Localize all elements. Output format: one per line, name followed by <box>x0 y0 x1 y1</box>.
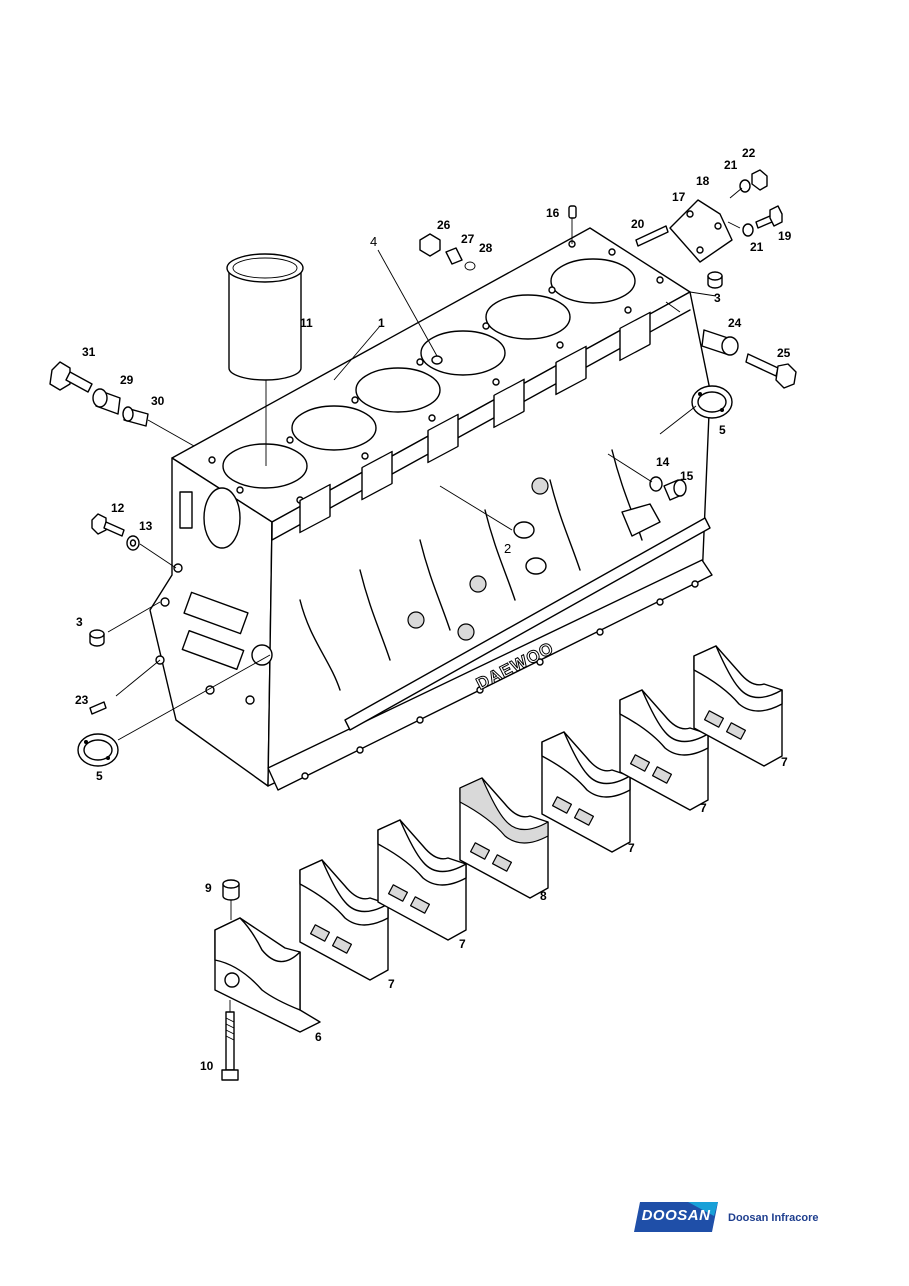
callout-9: 9 <box>205 881 212 895</box>
washer-21-bottom <box>742 223 754 237</box>
leader-lines <box>107 187 743 1012</box>
callout-12: 12 <box>111 501 125 515</box>
callout-7-a: 7 <box>388 977 395 991</box>
callout-29: 29 <box>120 373 134 387</box>
pin-23 <box>89 701 107 715</box>
doosan-logo-text: DOOSAN <box>641 1207 711 1224</box>
washer-13 <box>126 535 140 551</box>
plug-15 <box>663 479 687 501</box>
dowel-sleeve <box>222 879 240 901</box>
plug-4 <box>431 355 443 365</box>
doosan-logo <box>634 1202 718 1232</box>
callout-11: 11 <box>300 316 313 330</box>
callout-26: 26 <box>437 218 451 232</box>
callout-22: 22 <box>742 146 756 160</box>
callout-7-d: 7 <box>700 801 707 815</box>
cylinder-liner <box>226 253 304 381</box>
cam-bush-5-front <box>77 733 119 767</box>
bearing-caps-7-8 <box>299 645 783 981</box>
brand-footer: DOOSAN Doosan Infracore <box>634 1200 834 1236</box>
callout-31: 31 <box>82 345 96 359</box>
bushing-29 <box>92 388 121 415</box>
bolt-19 <box>755 205 783 229</box>
callout-23: 23 <box>75 693 89 707</box>
callout-3-front: 3 <box>76 615 83 629</box>
callout-2: 2 <box>504 541 511 556</box>
plug-26 <box>419 233 441 257</box>
callout-5-rear: 5 <box>719 423 726 437</box>
bolt-31 <box>49 361 93 393</box>
callout-21-top: 21 <box>724 158 738 172</box>
plug-2 <box>513 521 547 575</box>
nut-22 <box>751 169 768 191</box>
adapter-24 <box>701 329 739 356</box>
callout-labels: 1 2 3 3 4 5 5 6 7 7 7 7 7 7 8 9 10 11 12… <box>75 146 792 1073</box>
callout-24: 24 <box>728 316 742 330</box>
callout-18: 18 <box>696 174 710 188</box>
callout-20: 20 <box>631 217 645 231</box>
callout-21-bottom: 21 <box>750 240 764 254</box>
plug-3-front <box>89 629 105 647</box>
bolt-12 <box>91 513 125 537</box>
stud-20 <box>635 225 669 247</box>
callout-19: 19 <box>778 229 792 243</box>
washer-21-top <box>739 179 751 193</box>
callout-10: 10 <box>200 1059 214 1073</box>
callout-1: 1 <box>378 316 385 330</box>
callout-14: 14 <box>656 455 670 469</box>
dowel-16 <box>568 205 577 219</box>
plug-3-rear <box>707 271 723 289</box>
callout-5-front: 5 <box>96 769 103 783</box>
callout-8: 8 <box>540 889 547 903</box>
brand-name: Doosan Infracore <box>728 1212 819 1224</box>
callout-27: 27 <box>461 232 475 246</box>
callout-7-b: 7 <box>459 937 466 951</box>
callout-28: 28 <box>479 241 493 255</box>
cap-bolt <box>221 1011 239 1081</box>
callout-17: 17 <box>672 190 686 204</box>
washer-14 <box>649 476 663 492</box>
oring-28 <box>464 261 476 271</box>
callout-4: 4 <box>370 234 377 249</box>
engine-block: DAEWOO <box>149 227 713 791</box>
callout-15: 15 <box>680 469 694 483</box>
callout-16: 16 <box>546 206 560 220</box>
callout-6: 6 <box>315 1030 322 1044</box>
callout-30: 30 <box>151 394 165 408</box>
callout-25: 25 <box>777 346 791 360</box>
sleeve-30 <box>122 406 149 427</box>
cover-plate-17 <box>669 199 733 263</box>
bolt-25 <box>745 353 797 389</box>
callout-7-c: 7 <box>628 841 635 855</box>
washer-27 <box>445 247 463 265</box>
bearing-cap-6 <box>214 917 321 1033</box>
callout-3-rear: 3 <box>714 291 721 305</box>
cam-bush-5-rear <box>691 385 733 419</box>
callout-7-e: 7 <box>781 755 788 769</box>
callout-13: 13 <box>139 519 153 533</box>
